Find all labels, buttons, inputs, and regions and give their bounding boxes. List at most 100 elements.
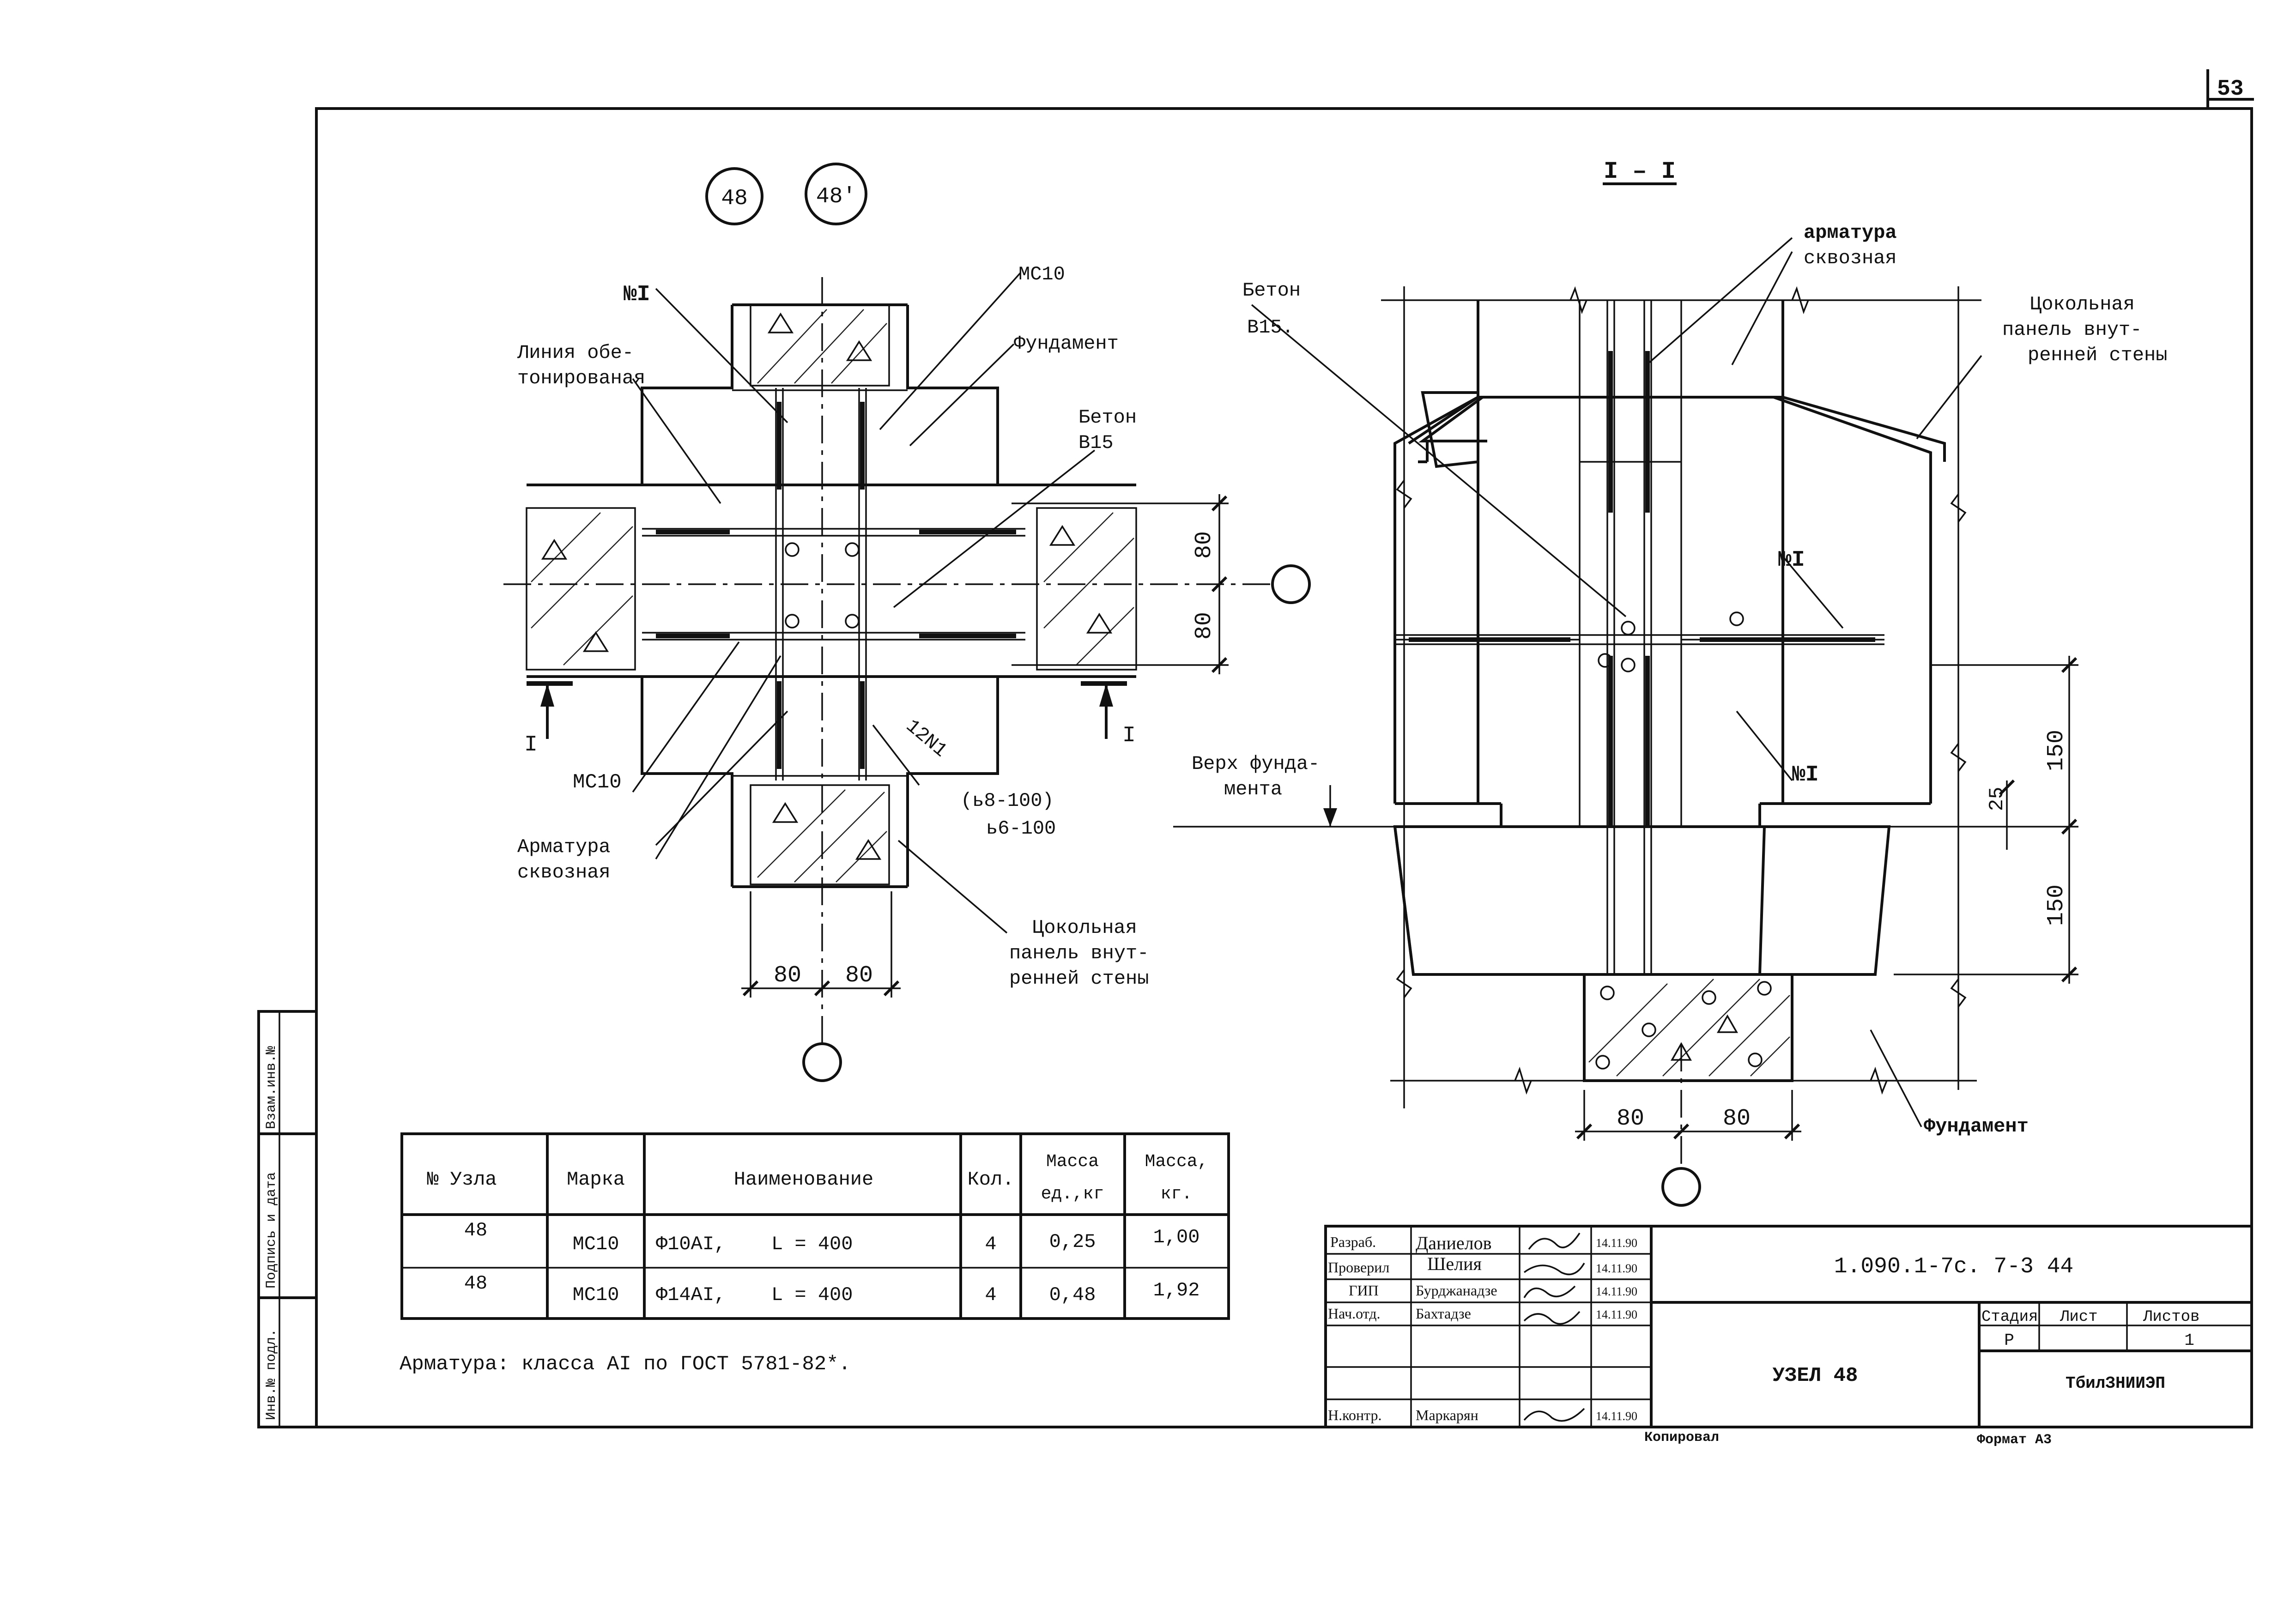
plan-label-beton-class: В15 (1078, 432, 1114, 454)
tb-name: Бурджанадзе (1416, 1282, 1497, 1299)
section-label-beton: Бетон (1242, 279, 1301, 302)
spec-cell: 4 (985, 1233, 996, 1255)
section-label-verh: Верх фунда- (1192, 753, 1320, 775)
plan-label-pokolnaya3: ренней стены (1009, 968, 1149, 990)
tb-role: Н.контр. (1328, 1407, 1382, 1423)
title-row-2: Проверил Шелия 14.11.90 (1328, 1253, 1637, 1276)
tb-role: Проверил (1328, 1259, 1389, 1276)
page-number: 53 (2217, 77, 2244, 102)
spec-cell: МС10 (573, 1284, 619, 1306)
plan-label-armatura2: сквозная (517, 861, 611, 883)
plan-label-beton: Бетон (1078, 406, 1137, 429)
tb-date: 14.11.90 (1596, 1236, 1637, 1250)
section-label-pokolnaya: Цокольная (2030, 293, 2135, 315)
section-label-fundament: Фундамент (1924, 1115, 2029, 1137)
sheet-frame: 53 (315, 69, 2254, 1428)
plan-label-spacing1: (ь8-100) (961, 790, 1054, 812)
section-label-armatura: арматура (1804, 222, 1897, 244)
tb-doc-code: 1.090.1-7с. 7-3 44 (1834, 1254, 2073, 1279)
tb-stage-label: Стадия (1981, 1308, 2038, 1326)
plan-label-pokolnaya2: панель внут- (1009, 942, 1149, 964)
title-row-1: Разраб. Даниелов 14.11.90 (1330, 1233, 1637, 1253)
tb-copied: Копировал (1644, 1430, 1719, 1446)
spec-cell: Ф10АI, (656, 1233, 726, 1255)
spec-cell: 0,48 (1049, 1284, 1096, 1306)
plan-label-armatura: Арматура (517, 836, 611, 858)
spec-row-2: 48 МС10 Ф14АI, L = 400 4 0,48 1,92 (464, 1272, 1200, 1306)
spec-header-mark: Марка (567, 1168, 625, 1191)
tb-date: 14.11.90 (1596, 1285, 1637, 1298)
tb-stage: Р (2004, 1331, 2014, 1350)
section-axis-bubble (1661, 1167, 1701, 1207)
spec-row-1: 48 МС10 Ф10АI, L = 400 4 0,25 1,00 (464, 1219, 1200, 1255)
spec-header-qty: Кол. (968, 1168, 1014, 1191)
tb-name: Шелия (1427, 1253, 1482, 1274)
title-row-4: Нач.отд. Бахтадзе 14.11.90 (1328, 1305, 1637, 1322)
spec-note: Арматура: класса АI по ГОСТ 5781-82*. (400, 1353, 851, 1376)
cut-mark-right: I (1122, 723, 1136, 748)
spec-cell: L = 400 (771, 1284, 853, 1306)
node-marker-48p (805, 163, 867, 225)
axis-bubble-bottom (802, 1042, 842, 1082)
title-row-7: Н.контр. Маркарян 14.11.90 (1328, 1407, 1637, 1423)
spec-cell: МС10 (573, 1233, 619, 1255)
plan-label-spacing2: ь6-100 (986, 817, 1056, 840)
section-label-n1-bottom: №I (1792, 762, 1819, 787)
stamp-podpis: Подпись и дата (264, 1172, 279, 1288)
plan-label-fundament: Фундамент (1014, 333, 1119, 355)
plan-dim-h2: 80 (1191, 612, 1218, 640)
side-stamp: Взам.инв.№ Подпись и дата Инв.№ подл. (257, 1010, 318, 1428)
section-dim-w1: 80 (1617, 1106, 1644, 1132)
spec-cell: Ф14АI, (656, 1284, 726, 1306)
plan-view: 48 48' (503, 163, 1311, 1082)
stamp-inv: Инв.№ подл. (264, 1329, 279, 1420)
axis-bubble-right (1271, 564, 1311, 604)
section-dim-150a: 150 (2043, 730, 2070, 771)
section-label-pokolnaya2: панель внут- (2002, 319, 2142, 341)
tb-role: Разраб. (1330, 1234, 1376, 1250)
plan-dim-w2: 80 (845, 962, 873, 989)
section-dim-150b: 150 (2043, 884, 2070, 926)
cut-mark-left: I (524, 732, 538, 757)
node-marker-48 (705, 167, 763, 225)
tb-sheet-label: Лист (2060, 1308, 2098, 1326)
plan-dim-w1: 80 (774, 962, 801, 989)
spec-cell: 48 (464, 1219, 487, 1241)
tb-sheets: 1 (2184, 1331, 2194, 1350)
plan-label-liniya2: тонированая (517, 367, 645, 389)
tb-title: УЗЕЛ 48 (1773, 1364, 1858, 1387)
tb-name: Бахтадзе (1416, 1305, 1471, 1322)
plan-label-bars: 12N1 (902, 715, 951, 762)
section-title: I – I (1604, 158, 1676, 185)
section-label-n1-top: №I (1778, 548, 1805, 573)
spec-cell: 48 (464, 1272, 487, 1295)
spec-cell: L = 400 (771, 1233, 853, 1255)
section-view: I – I (1173, 158, 2167, 1207)
plan-label-liniya: Линия обе- (517, 342, 634, 364)
section-label-armatura2: сквозная (1804, 247, 1897, 269)
signatures (1523, 1233, 1585, 1422)
spec-cell: 0,25 (1049, 1231, 1096, 1253)
tb-name: Даниелов (1416, 1233, 1491, 1253)
spec-header-mass: Масса,кг. (1145, 1152, 1208, 1204)
plan-label-mc10-top: МС10 (1018, 263, 1065, 285)
tb-format: Формат А3 (1977, 1432, 2052, 1448)
tb-name: Маркарян (1416, 1407, 1478, 1423)
section-dim-w2: 80 (1723, 1106, 1751, 1132)
section-label-pokolnaya3: ренней стены (2028, 344, 2167, 366)
spec-cell: 1,00 (1153, 1226, 1200, 1248)
spec-header-name: Наименование (734, 1168, 873, 1191)
tb-role: Нач.отд. (1328, 1305, 1381, 1322)
section-dim-25: 25 (1986, 787, 2009, 811)
plan-label-mc10-bottom: МС10 (573, 771, 622, 794)
tb-org: ТбилЗНИИЭП (2066, 1374, 2165, 1393)
tb-date: 14.11.90 (1596, 1308, 1637, 1321)
plan-label-n1: №I (624, 282, 650, 307)
plan-dim-h1: 80 (1191, 531, 1218, 559)
tb-date: 14.11.90 (1596, 1409, 1637, 1423)
tb-sheets-label: Листов (2143, 1308, 2199, 1326)
spec-header-node: № Узла (427, 1168, 497, 1191)
